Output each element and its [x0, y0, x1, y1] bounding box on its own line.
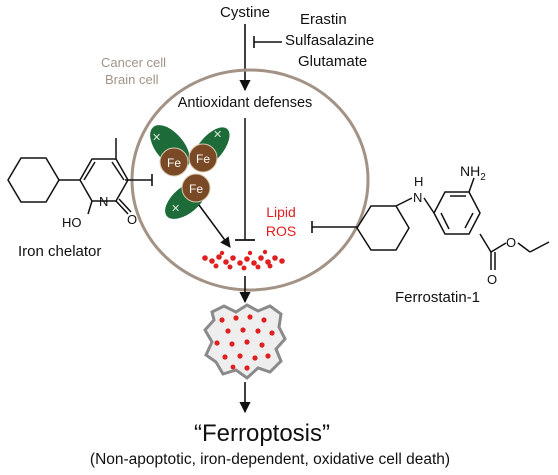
fe-ion [188, 143, 218, 173]
x-mark-icon: ✕ [152, 132, 161, 144]
ros-dot [240, 327, 246, 333]
nh-text: NH [460, 163, 480, 179]
ros-dot [229, 341, 235, 347]
ferrostatin-h-atom: H [414, 174, 423, 189]
ferroptosis-title: “Ferroptosis” [194, 420, 330, 447]
ros-dot [223, 259, 229, 265]
iron-chelator-structure [7, 138, 132, 215]
chelator-inhibition-bar [125, 174, 153, 186]
inhibition-bar-icon [253, 36, 282, 48]
ros-dot [216, 254, 222, 260]
fe-label: Fe [196, 152, 210, 166]
ferrostatin-inhibition-bar [311, 221, 357, 233]
fe-ion [181, 173, 211, 203]
ferrostatin-nh2-group: NH2 [460, 163, 486, 183]
ferrostatin-ester-o: O [506, 235, 516, 250]
ros-dot [202, 255, 208, 261]
chelator-n-atom: N [99, 194, 108, 209]
ros-dot [262, 249, 268, 255]
ferrostatin-carbonyl-o: O [487, 272, 497, 287]
chelator-ho-group: HO [62, 215, 82, 230]
ros-dot [261, 317, 267, 323]
cystine-label: Cystine [220, 4, 270, 21]
ros-dot [219, 250, 225, 256]
fe-label: Fe [167, 156, 181, 170]
chelator-o-atom: O [127, 212, 137, 227]
ros-dot [227, 264, 233, 270]
ros-dot [258, 255, 264, 261]
ros-dot [244, 339, 250, 345]
ros-dot [237, 260, 243, 266]
ros-label: ROS [266, 223, 296, 239]
ros-dot [252, 355, 258, 361]
ros-dot [209, 258, 215, 264]
ferrostatin-label: Ferrostatin-1 [395, 289, 480, 306]
ferrostatin-structure [356, 177, 550, 270]
ferrostatin-n-atom: N [413, 190, 422, 205]
ros-dot [244, 256, 250, 262]
ros-dot [255, 328, 261, 334]
iron-chelator-label: Iron chelator [18, 243, 101, 260]
ros-dot [237, 353, 243, 359]
ros-dot [265, 353, 271, 359]
erastin-label: Erastin [300, 11, 347, 28]
ros-dot [247, 314, 253, 320]
iron-cluster: ✕ ✕ ✕ Fe Fe Fe [150, 125, 230, 219]
ros-dot [230, 364, 236, 370]
ros-dot [255, 264, 261, 270]
ros-dot [267, 263, 273, 269]
ros-dot [214, 340, 220, 346]
iron-to-ros-arrow [198, 204, 231, 248]
glutamate-label: Glutamate [298, 53, 367, 70]
ros-dot [233, 315, 239, 321]
fe-label: Fe [189, 182, 203, 196]
ros-dot [279, 258, 285, 264]
ros-dot [230, 255, 236, 261]
ros-dot [213, 263, 219, 269]
lipid-label: Lipid [266, 204, 296, 220]
antioxidant-defenses-label: Antioxidant defenses [178, 95, 313, 111]
lipid-ros-dots [202, 249, 285, 271]
subscript-two: 2 [480, 172, 486, 183]
sulfasalazine-label: Sulfasalazine [285, 32, 374, 49]
ros-dot [222, 354, 228, 360]
ros-dot [265, 259, 271, 265]
ros-dot [269, 330, 275, 336]
ros-dot [241, 265, 247, 271]
ros-dot [219, 317, 225, 323]
ros-dot [247, 250, 253, 256]
ruptured-cell [203, 303, 287, 380]
x-mark-icon: ✕ [171, 203, 180, 215]
ros-dot [251, 260, 257, 266]
cancer-cell-label: Cancer cell [101, 55, 166, 70]
ros-dot [272, 255, 278, 261]
ros-dot [259, 342, 265, 348]
ferroptosis-subtitle: (Non-apoptotic, iron-dependent, oxidativ… [90, 451, 450, 468]
brain-cell-label: Brain cell [105, 72, 159, 87]
x-mark-icon: ✕ [213, 129, 222, 141]
antioxidant-inhibition [235, 118, 255, 241]
fe-ion [159, 147, 189, 177]
ros-dot [225, 328, 231, 334]
ros-dot [244, 365, 250, 371]
